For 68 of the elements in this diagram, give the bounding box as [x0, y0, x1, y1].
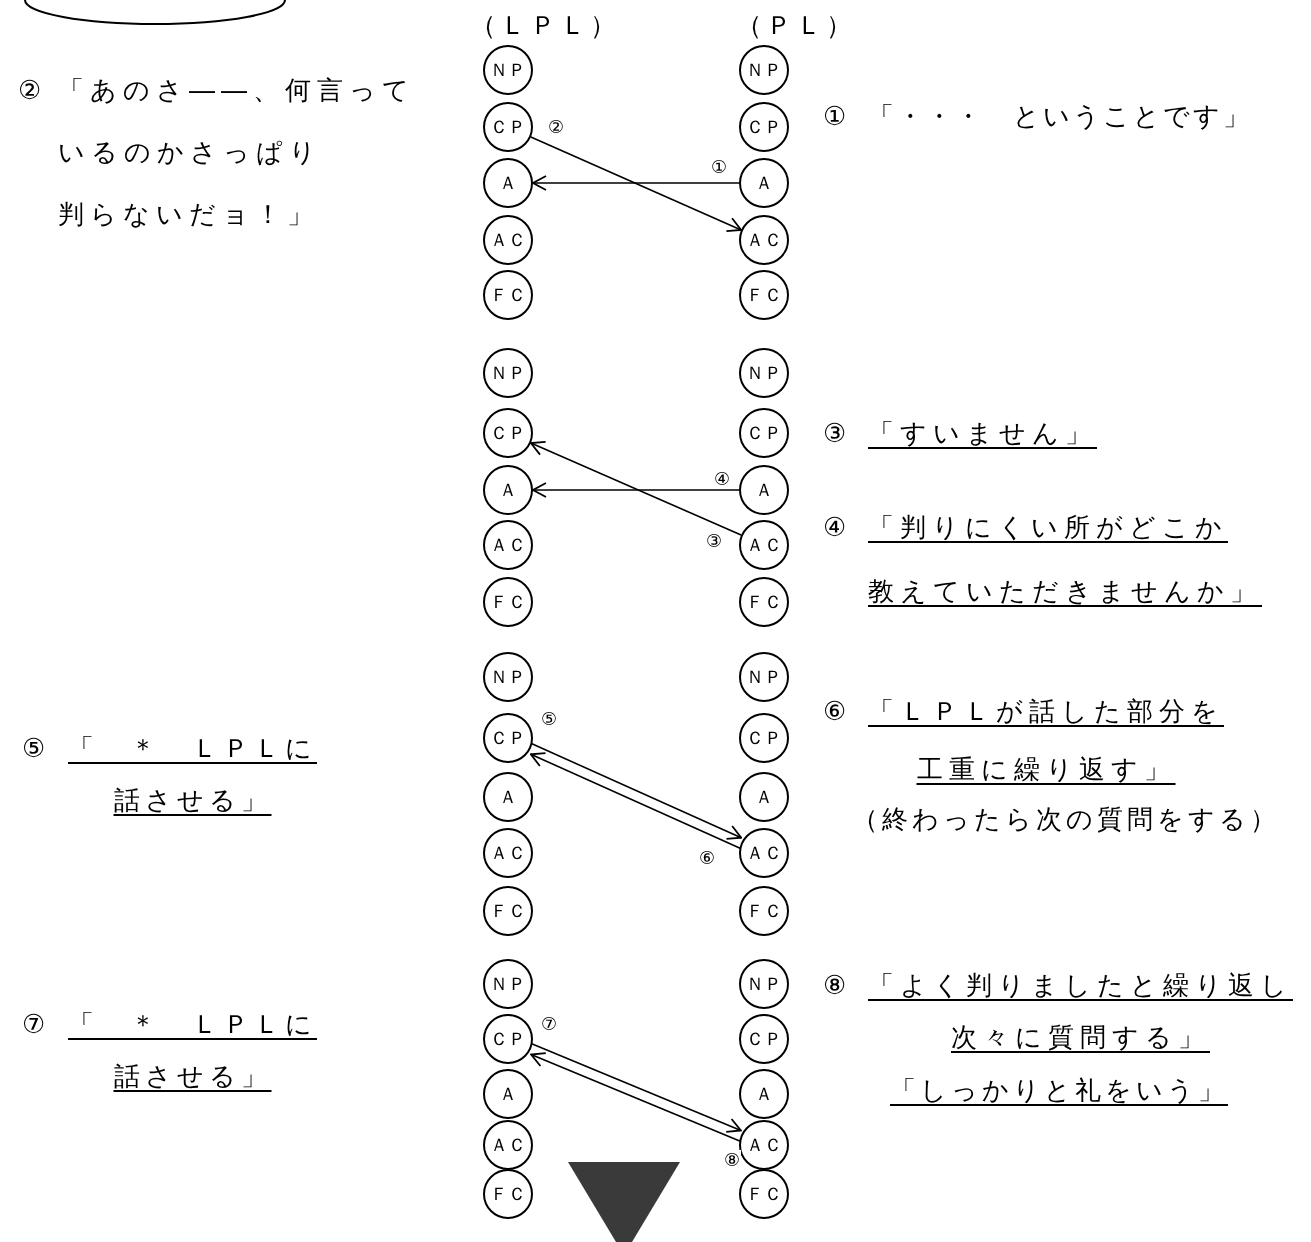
arrow [532, 482, 740, 498]
quote-text: 「 ＊ ＬＰＬに話させる」 [68, 732, 317, 817]
state-circle: Ａ [739, 1069, 789, 1119]
state-circle: ＡＣ [739, 1120, 789, 1170]
step-number: ② [18, 74, 42, 107]
state-circle: Ａ [483, 772, 533, 822]
step-number: ⑥ [823, 695, 847, 728]
state-circle: ＮＰ [483, 959, 533, 1009]
quote-text: 「しっかりと礼をいう」 [890, 1074, 1228, 1107]
state-circle: ＮＰ [739, 959, 789, 1009]
quote-text: 「すいません」 [868, 417, 1097, 450]
quote-text: 「よく判りましたと繰り返し次々に質問する」 [868, 969, 1293, 1054]
arrow [530, 742, 743, 840]
state-circle: ＮＰ [483, 348, 533, 398]
state-circle: Ａ [739, 465, 789, 515]
state-circle: ＦＣ [739, 577, 789, 627]
state-circle: ＮＰ [739, 348, 789, 398]
state-circle: ＡＣ [483, 215, 533, 265]
state-circle: ＣＰ [739, 713, 789, 763]
state-circle: ＦＣ [739, 1169, 789, 1219]
arrow [530, 136, 743, 232]
state-circle: Ａ [483, 158, 533, 208]
quote-text: 「 ＊ ＬＰＬに話させる」 [68, 1008, 317, 1093]
state-circle: ＮＰ [739, 45, 789, 95]
state-circle: ＦＣ [483, 886, 533, 936]
state-circle: ＦＣ [739, 270, 789, 320]
step-number: ⑤ [22, 732, 46, 765]
quote-text: 「判りにくい所がどこか教えていただきませんか」 [868, 511, 1262, 608]
state-circle: ＦＣ [483, 1169, 533, 1219]
step-number: ③ [823, 417, 847, 450]
step-number: ⑦ [22, 1008, 46, 1041]
state-circle: ＣＰ [739, 408, 789, 458]
state-circle: ＣＰ [483, 102, 533, 152]
state-circle: Ａ [483, 465, 533, 515]
arrow [532, 175, 740, 191]
state-circle: ＡＣ [483, 828, 533, 878]
state-circle: ＡＣ [483, 1120, 533, 1170]
arrow [530, 440, 742, 536]
state-circle: ＡＣ [739, 215, 789, 265]
quote-text: 「あのさ――、何言っているのかさっぱり判らないだョ！」 [58, 74, 415, 231]
state-circle: ＣＰ [739, 102, 789, 152]
state-circle: ＣＰ [739, 1014, 789, 1064]
state-circle: ＮＰ [483, 652, 533, 702]
state-circle: ＡＣ [739, 520, 789, 570]
quote-text: 「・・・ ということです」 [868, 100, 1252, 133]
arrow [530, 1042, 742, 1133]
state-circle: ＮＰ [483, 45, 533, 95]
arrow [529, 752, 742, 850]
state-circle: ＡＣ [483, 520, 533, 570]
state-circle: ＣＰ [483, 408, 533, 458]
state-circle: ＦＣ [739, 886, 789, 936]
quote-text: 「ＬＰＬが話した部分を工重に繰り返す」 [868, 695, 1224, 786]
state-circle: Ａ [483, 1069, 533, 1119]
state-circle: ＣＰ [483, 1014, 533, 1064]
state-circle: ＦＣ [483, 270, 533, 320]
column-header: （ＬＰＬ） [470, 9, 620, 42]
state-circle: ＣＰ [483, 713, 533, 763]
arrow [530, 1052, 742, 1143]
state-circle: Ａ [739, 772, 789, 822]
state-circle: ＮＰ [739, 652, 789, 702]
state-circle: Ａ [739, 158, 789, 208]
state-circle: ＡＣ [739, 828, 789, 878]
note-text: （終わったら次の質問をする） [852, 803, 1280, 836]
column-header: （ＰＬ） [736, 9, 856, 42]
step-number: ⑧ [823, 969, 847, 1002]
step-number: ① [823, 100, 847, 133]
state-circle: ＦＣ [483, 577, 533, 627]
step-number: ④ [823, 511, 847, 544]
